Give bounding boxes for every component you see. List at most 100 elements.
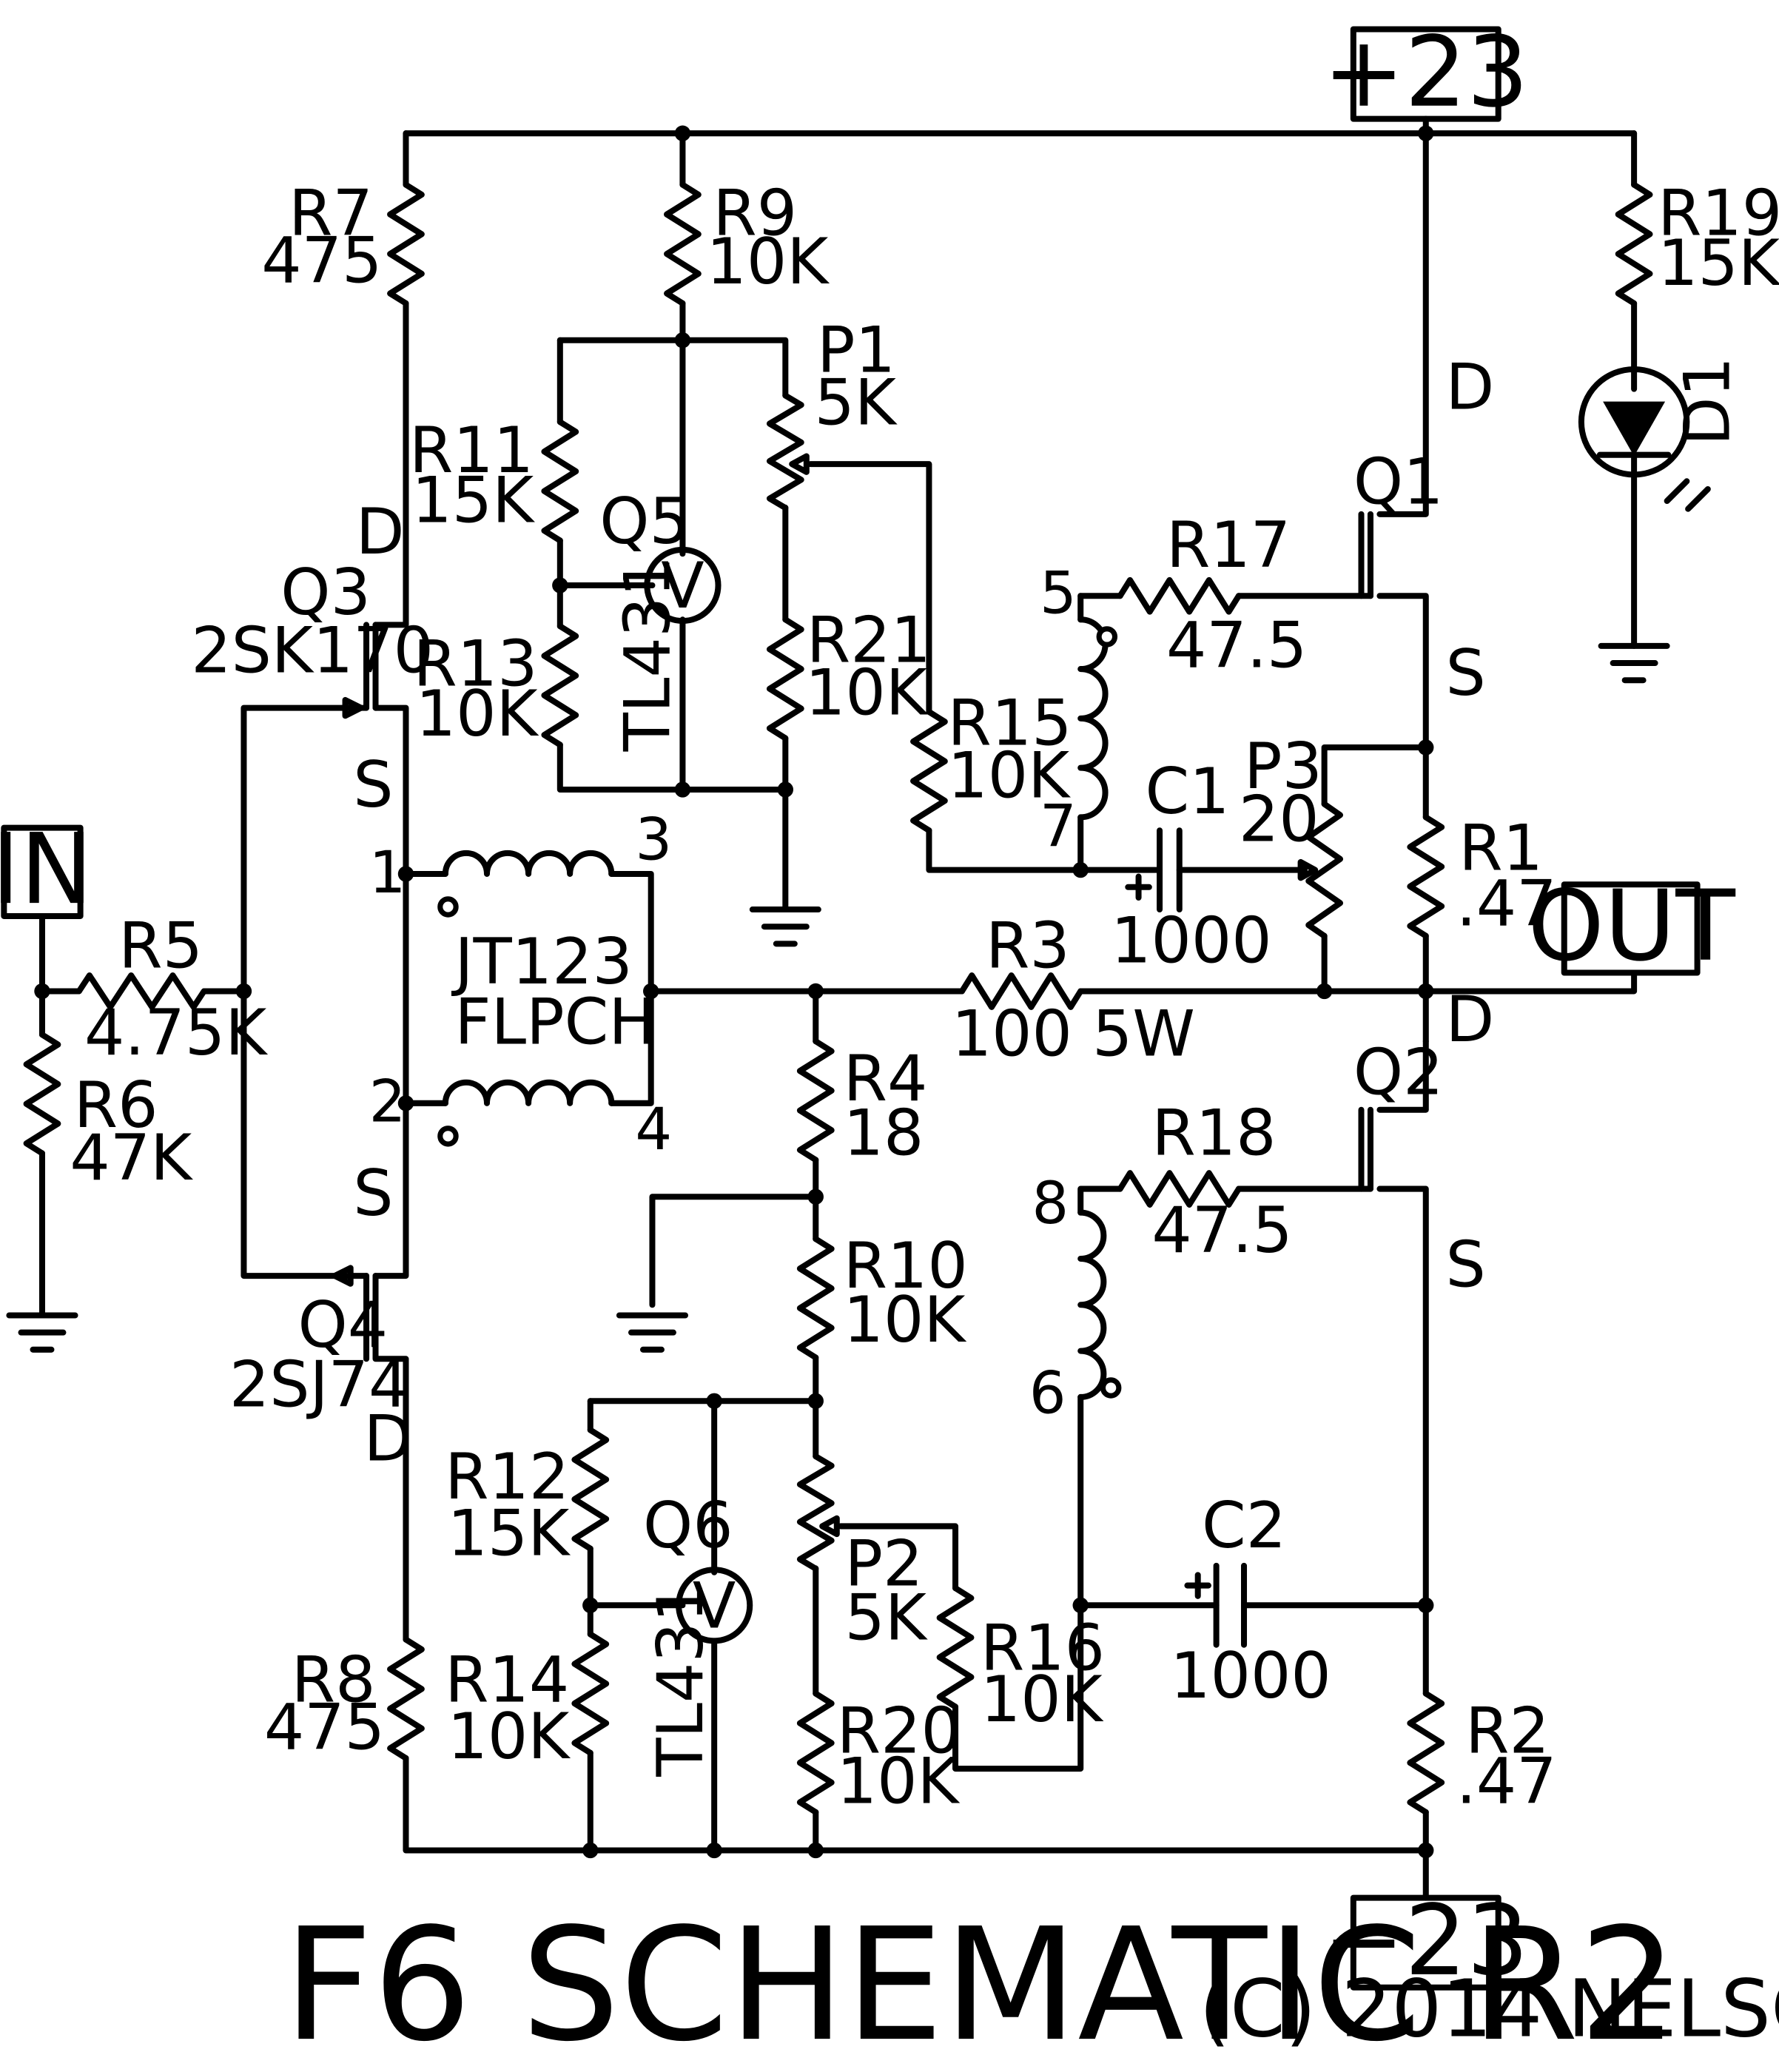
resistor-R3 bbox=[958, 972, 1084, 1010]
r19-value: 15K bbox=[1658, 227, 1779, 300]
r7-ref: R7 bbox=[289, 177, 373, 250]
q2-drain-label: D bbox=[1445, 983, 1494, 1057]
resistor-R12 bbox=[571, 1427, 610, 1552]
pin-8-label: 8 bbox=[1032, 1170, 1069, 1237]
resistors bbox=[23, 181, 1653, 1815]
resistor-R19 bbox=[1615, 181, 1653, 306]
junctions bbox=[34, 125, 1434, 1859]
winding-2-4 bbox=[442, 1079, 615, 1106]
terminal-in-box bbox=[1, 824, 84, 919]
r5-ref: R5 bbox=[118, 909, 203, 983]
potentiometer-P3 bbox=[1297, 801, 1344, 939]
winding-5-7 bbox=[1077, 616, 1109, 821]
resistor-R1 bbox=[1407, 814, 1445, 939]
r12-ref: R12 bbox=[445, 1441, 569, 1514]
pin-4-label: 4 bbox=[635, 1096, 672, 1163]
phase-dot-5 bbox=[1096, 626, 1118, 648]
q5-part: TL431 bbox=[612, 556, 685, 752]
r17-value: 47.5 bbox=[1166, 609, 1307, 682]
r6-ref: R6 bbox=[74, 1069, 158, 1143]
resistor-R5 bbox=[75, 972, 207, 1010]
r14-ref: R14 bbox=[445, 1644, 569, 1717]
q4-drain-label: D bbox=[363, 1402, 412, 1476]
p1-value: 5K bbox=[814, 367, 897, 440]
potentiometers bbox=[766, 392, 1344, 1572]
pin-2-label: 2 bbox=[369, 1069, 406, 1136]
resistor-R21 bbox=[766, 616, 804, 741]
resistor-R4 bbox=[796, 1038, 835, 1163]
winding-1-3 bbox=[442, 850, 615, 877]
resistor-R13 bbox=[541, 623, 579, 748]
terminal-neg-label: −23 bbox=[1323, 1885, 1529, 1998]
copyright-notice: (C) 2014 NELSON PASS bbox=[1199, 1964, 1779, 2056]
transformer-type: FLPCH bbox=[454, 986, 656, 1060]
r17-ref: R17 bbox=[1166, 509, 1291, 582]
p3-value: 20 bbox=[1239, 783, 1319, 856]
r20-value: 10K bbox=[837, 1745, 961, 1818]
pin-7-label: 7 bbox=[1040, 793, 1077, 861]
r15-value: 10K bbox=[947, 740, 1071, 813]
terminal-pos-box bbox=[1350, 26, 1501, 122]
r8-ref: R8 bbox=[292, 1644, 376, 1717]
resistor-R8 bbox=[387, 1636, 425, 1761]
capacitor-C2 bbox=[1213, 1562, 1248, 1648]
resistor-R14 bbox=[571, 1631, 610, 1756]
transformer-jt123 bbox=[437, 616, 1122, 1400]
tl431-regulators bbox=[644, 546, 753, 1644]
phase-dot-6 bbox=[1100, 1377, 1122, 1399]
r9-value: 10K bbox=[706, 226, 830, 299]
capacitors bbox=[1125, 827, 1248, 1648]
r9-ref: R9 bbox=[713, 177, 797, 250]
phase-dot-1 bbox=[437, 896, 459, 918]
schematic-title: F6 SCHEMATIC R2 bbox=[283, 1894, 1678, 2072]
q3-source-arrow-icon bbox=[342, 696, 364, 719]
grounds bbox=[6, 642, 1670, 1353]
r12-value: 15K bbox=[447, 1498, 571, 1571]
q4-source-label: S bbox=[353, 1157, 393, 1231]
r21-value: 10K bbox=[805, 656, 929, 730]
r18-value: 47.5 bbox=[1151, 1194, 1292, 1268]
phase-dot-2 bbox=[437, 1126, 459, 1147]
r2-ref: R2 bbox=[1465, 1695, 1550, 1769]
terminal-neg-box bbox=[1350, 1894, 1501, 1991]
r21-ref: R21 bbox=[807, 604, 931, 677]
terminal-pos-label: +23 bbox=[1323, 16, 1529, 130]
terminal-out-box bbox=[1561, 881, 1701, 976]
r11-ref: R11 bbox=[409, 414, 534, 488]
terminal-in-label: IN bbox=[0, 813, 93, 926]
q6-symbol: V bbox=[693, 1570, 736, 1644]
r7-value: 475 bbox=[261, 224, 382, 297]
pin-5-label: 5 bbox=[1040, 559, 1077, 627]
resistor-R18 bbox=[1117, 1170, 1242, 1208]
q4-gate-arrow-icon bbox=[332, 1265, 354, 1287]
q4-value: 2SJ74 bbox=[229, 1348, 409, 1422]
r6-value: 47K bbox=[70, 1122, 193, 1195]
potentiometer-P2 bbox=[796, 1453, 840, 1572]
r10-ref: R10 bbox=[844, 1230, 968, 1303]
c2-plus-icon bbox=[1184, 1572, 1211, 1599]
c1-value: 1000 bbox=[1111, 904, 1272, 978]
r19-ref: R19 bbox=[1658, 177, 1779, 250]
c2-ref: C2 bbox=[1202, 1490, 1286, 1563]
r5-value: 4.75K bbox=[84, 997, 268, 1070]
winding-8-6 bbox=[1077, 1209, 1107, 1400]
c1-plus-icon bbox=[1125, 873, 1152, 901]
c1-ref: C1 bbox=[1145, 756, 1229, 829]
p1-ref: P1 bbox=[817, 314, 895, 388]
terminal-out-label: OUT bbox=[1527, 870, 1735, 983]
q5-symbol: V bbox=[661, 550, 704, 623]
p2-ref: P2 bbox=[844, 1528, 923, 1601]
r11-value: 15K bbox=[411, 465, 535, 538]
transistors bbox=[332, 511, 1365, 1287]
q3-drain-label: D bbox=[356, 496, 405, 569]
r2-value: .47 bbox=[1456, 1745, 1557, 1818]
q1-source-label: S bbox=[1445, 637, 1485, 710]
resistor-R9 bbox=[664, 181, 702, 306]
led-triangle-icon bbox=[1603, 401, 1666, 457]
q5-ref: Q5 bbox=[599, 485, 690, 559]
pin-6-label: 6 bbox=[1029, 1359, 1066, 1427]
ground-icon bbox=[616, 1312, 688, 1353]
q3-ref: Q3 bbox=[280, 556, 371, 630]
terminals: +23 −23 IN OUT bbox=[0, 16, 1735, 1998]
